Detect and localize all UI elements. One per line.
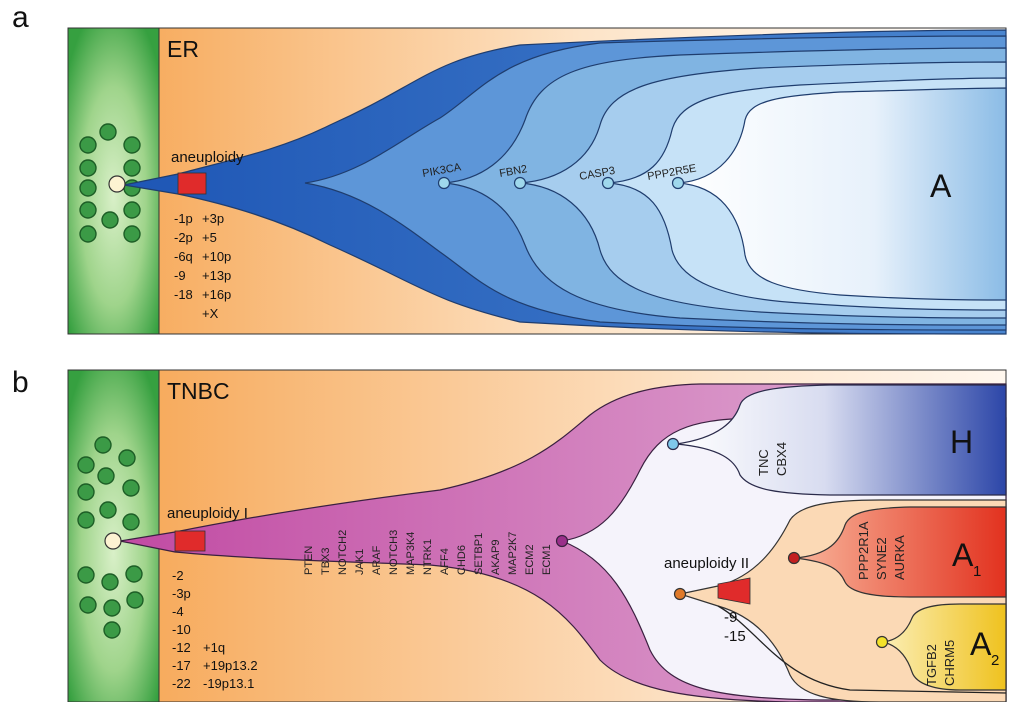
clone-a1-node bbox=[789, 553, 800, 564]
gene-label: CHRM5 bbox=[942, 640, 957, 686]
gene-label: PTEN bbox=[303, 546, 315, 575]
cnv-loss: -22 bbox=[172, 676, 191, 691]
panel-a-founder-cell bbox=[109, 176, 125, 192]
gene-label: ARAF bbox=[371, 545, 383, 575]
cnv-gain: +X bbox=[202, 306, 219, 321]
gene-label: MAP3K4 bbox=[405, 532, 417, 575]
clone-a2-node bbox=[877, 637, 888, 648]
cnv-loss: -1p bbox=[174, 211, 193, 226]
cnv-loss: -2 bbox=[172, 568, 184, 583]
gene-label: NOTCH2 bbox=[337, 530, 349, 575]
panel-a-clone-label: A bbox=[930, 168, 952, 204]
cnv-gain: +16p bbox=[202, 287, 231, 302]
cnv-loss: -4 bbox=[172, 604, 184, 619]
cnv-gain: +5 bbox=[202, 230, 217, 245]
gene-label: TNC bbox=[756, 449, 771, 476]
cnv-loss: -18 bbox=[174, 287, 193, 302]
panel-b-aneuploidy-i-label: aneuploidy I bbox=[167, 505, 248, 522]
panel-a: ER aneuploidy -1p -2p -6q -9 -18 +3p +5 … bbox=[68, 28, 1006, 334]
cnv-gain: +3p bbox=[202, 211, 224, 226]
cnv-gain: -19p13.1 bbox=[203, 676, 254, 691]
cnv2-loss: -9 bbox=[724, 609, 737, 626]
gene-label: NOTCH3 bbox=[388, 530, 400, 575]
gene-label: ECM2 bbox=[524, 544, 536, 575]
cnv-loss: -6q bbox=[174, 249, 193, 264]
clone-a2-label: A bbox=[970, 626, 992, 662]
cnv-gain: +10p bbox=[202, 249, 231, 264]
gene-label: NTRK1 bbox=[422, 539, 434, 575]
gene-label: AKAP9 bbox=[490, 540, 502, 575]
panel-a-aneuploidy-label: aneuploidy bbox=[171, 149, 244, 166]
gene-label: CHD6 bbox=[456, 545, 468, 575]
panel-a-title: ER bbox=[167, 36, 199, 62]
gene-label: TBX3 bbox=[320, 547, 332, 575]
clone-a2-index: 2 bbox=[991, 652, 999, 669]
cnv-gain: +19p13.2 bbox=[203, 658, 258, 673]
cnv-gain: +1q bbox=[203, 640, 225, 655]
gene-label: AURKA bbox=[892, 535, 907, 580]
gene-label: TGFB2 bbox=[924, 644, 939, 686]
cnv-loss: -9 bbox=[174, 268, 186, 283]
gene-label: SYNE2 bbox=[874, 537, 889, 580]
panel-b-aneuploidy-ii-label: aneuploidy II bbox=[664, 555, 749, 572]
clone-h-node bbox=[668, 439, 679, 450]
panel-b-founder-cell bbox=[105, 533, 121, 549]
clone-a-node bbox=[675, 589, 686, 600]
gene-label: CBX4 bbox=[774, 442, 789, 476]
cnv-loss: -10 bbox=[172, 622, 191, 637]
cnv-loss: -12 bbox=[172, 640, 191, 655]
cnv-gain: +13p bbox=[202, 268, 231, 283]
panel-a-aneuploidy-marker bbox=[178, 173, 206, 194]
gene-label: JAK1 bbox=[354, 549, 366, 575]
panel-b-aneuploidy-i-marker bbox=[175, 531, 205, 551]
cnv2-loss: -15 bbox=[724, 628, 746, 645]
gene-label: PPP2R1A bbox=[856, 521, 871, 580]
trunk-node bbox=[557, 536, 568, 547]
gene-label: SETBP1 bbox=[473, 533, 485, 575]
cnv-loss: -3p bbox=[172, 586, 191, 601]
clone-a1-index: 1 bbox=[973, 563, 981, 580]
panel-b-label: b bbox=[12, 366, 29, 399]
cnv-loss: -2p bbox=[174, 230, 193, 245]
panel-b-title: TNBC bbox=[167, 378, 230, 404]
panel-b: TNBC aneuploidy I aneuploidy II -2 -3p -… bbox=[68, 370, 1006, 702]
gene-label: ECM1 bbox=[541, 544, 553, 575]
panel-a-label: a bbox=[12, 1, 29, 34]
clone-a1-label: A bbox=[952, 537, 974, 573]
gene-label: AFF4 bbox=[439, 548, 451, 575]
cnv-loss: -17 bbox=[172, 658, 191, 673]
gene-label: MAP2K7 bbox=[507, 532, 519, 575]
clone-h-label: H bbox=[950, 424, 973, 460]
